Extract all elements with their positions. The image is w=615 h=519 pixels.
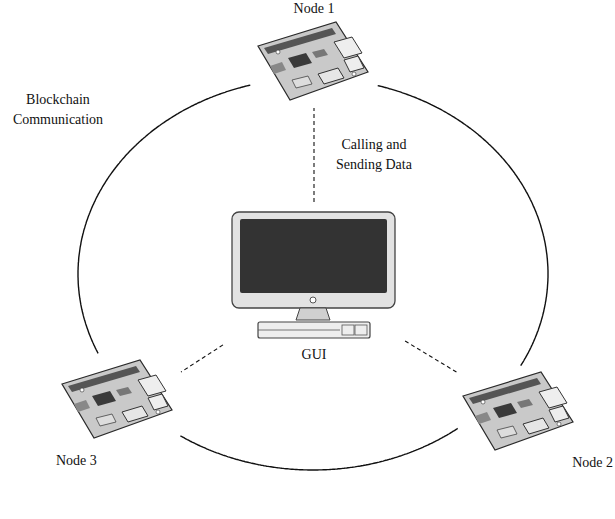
raspberry-pi-board: [463, 372, 573, 450]
dashed-data-link: [313, 108, 314, 202]
blockchain-node: Node 3: [56, 358, 176, 470]
blockchain-node: Node 1: [255, 0, 373, 102]
blockchain-ring-arc: [180, 428, 457, 470]
node-label: Node 1: [294, 0, 335, 18]
raspberry-pi-board: [62, 360, 172, 438]
gui-computer: GUI: [228, 208, 400, 364]
dashed-data-link: [405, 341, 457, 372]
node-label: Node 3: [56, 452, 97, 470]
blockchain-ring-arc: [378, 86, 548, 366]
dashed-data-link: [181, 345, 223, 372]
node-label: GUI: [302, 346, 327, 364]
raspberry-pi-board: [258, 22, 368, 100]
edge-label: Calling and Sending Data: [324, 135, 424, 176]
blockchain-node: Node 2: [462, 370, 613, 472]
computer-monitor: [232, 212, 395, 338]
node-label: Node 2: [572, 454, 613, 472]
annotation-label: Blockchain Communication: [6, 90, 110, 131]
